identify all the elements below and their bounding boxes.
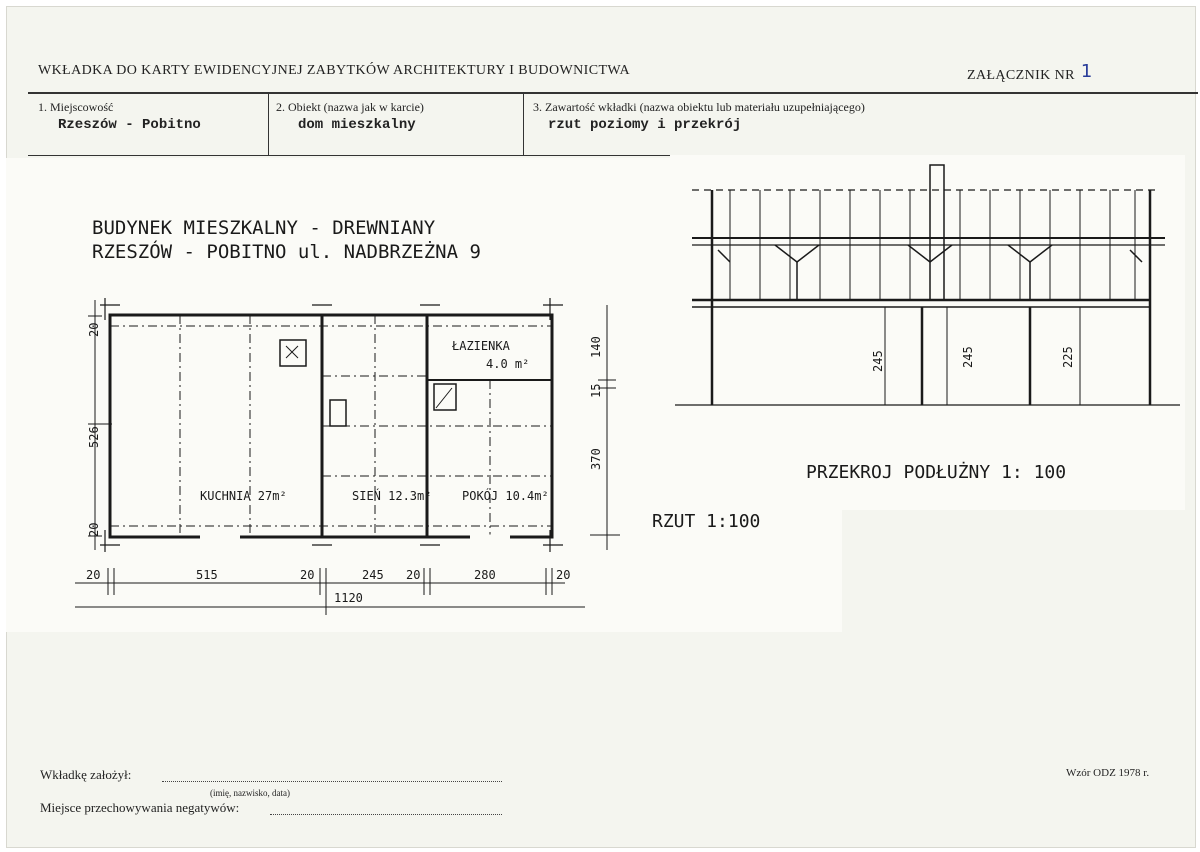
field-divider-2 [523,93,524,155]
dim-bottom-3: 20 [300,568,314,582]
form-code: Wzór ODZ 1978 r. [1066,767,1150,779]
section-caption: PRZEKROJ PODŁUŻNY 1: 100 [806,462,1066,483]
drawing-title-line1: BUDYNEK MIESZKALNY - DREWNIANY [92,217,436,239]
dim-right-3: 370 [589,448,603,470]
dim-total: 1120 [334,591,363,605]
room-label-pokoj: POKÓJ 10.4m² [462,488,549,503]
dim-bottom-7: 20 [556,568,570,582]
storage-label: Miejsce przechowywania negatywów: [40,800,240,815]
dim-left-2: 526 [87,426,101,448]
room-label-lazienka: ŁAZIENKA [451,339,511,353]
attachment-number: ZAŁĄCZNIK NR 1 [967,61,1093,84]
dim-bottom-6: 280 [474,568,496,582]
form-title: WKŁADKA DO KARTY EWIDENCYJNEJ ZABYTKÓW A… [38,63,630,78]
attachment-number-value: 1 [1080,61,1093,82]
drawing-title-line2: RZESZÓW - POBITNO ul. NADBRZEŻNA 9 [92,239,481,263]
field-locality-label: 1. Miejscowość [38,100,114,114]
dim-bottom-4: 245 [362,568,384,582]
section-height-1: 245 [871,350,885,372]
dim-bottom-2: 515 [196,568,218,582]
storage-line [270,814,502,815]
dim-bottom-1: 20 [86,568,100,582]
field-content-value: rzut poziomy i przekrój [548,117,742,133]
field-content-label: 3. Zawartość wkładki (nazwa obiektu lub … [533,100,865,114]
room-label-kuchnia: KUCHNIA 27m² [200,489,287,503]
field-locality-value: Rzeszów - Pobitno [58,117,201,133]
field-divider-1 [268,93,269,155]
section-height-2: 245 [961,346,975,368]
dim-bottom-5: 20 [406,568,420,582]
room-label-sien: SIEŃ 12.3m² [352,488,431,503]
dim-left-1: 20 [87,323,101,337]
field-object-value: dom mieszkalny [298,117,416,133]
longitudinal-section [675,164,1180,406]
plan-caption: RZUT 1:100 [652,511,760,532]
founder-hint: (imię, nazwisko, data) [210,788,290,798]
dim-right-1: 140 [589,336,603,358]
section-height-3: 225 [1061,346,1075,368]
founder-label: Wkładkę założył: [40,767,132,782]
room-area-lazienka: 4.0 m² [486,357,529,371]
header-rule-bottom [28,155,670,156]
pasted-section-photo [670,155,1185,510]
attachment-label: ZAŁĄCZNIK NR [967,68,1075,83]
dim-right-2: 15 [589,384,603,398]
founder-line [162,781,502,782]
header-rule-top [28,92,1198,94]
field-object-label: 2. Obiekt (nazwa jak w karcie) [276,100,424,114]
dim-left-3: 20 [87,523,101,537]
